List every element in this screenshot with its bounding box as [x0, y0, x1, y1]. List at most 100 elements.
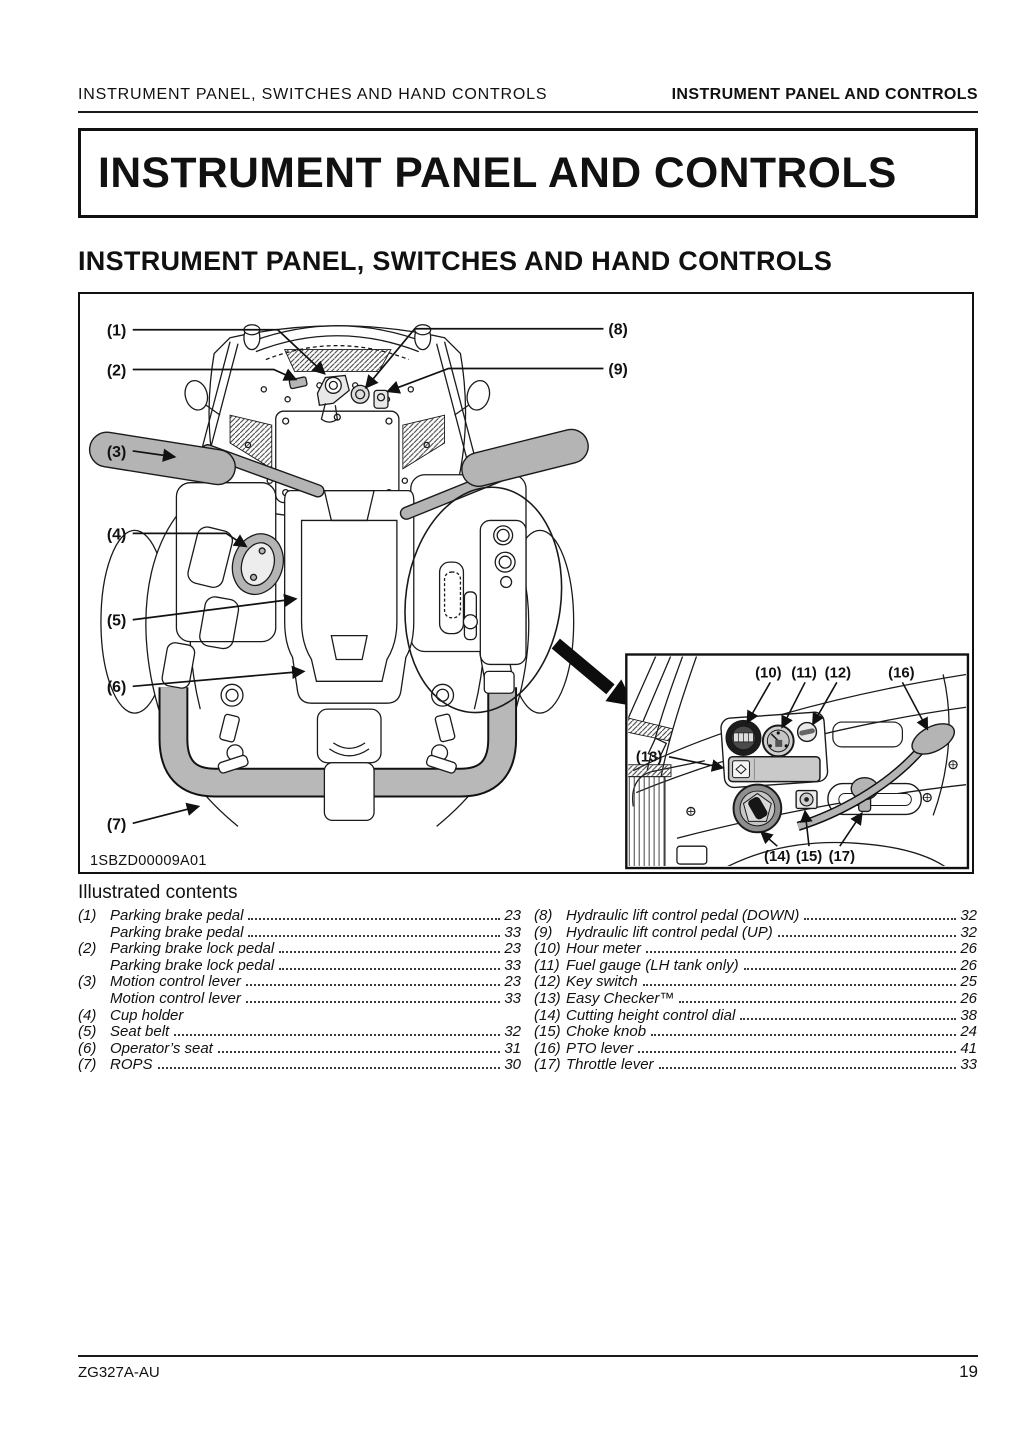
toc-item-number: (3) [78, 973, 97, 991]
callout-10-label: (10) [755, 665, 781, 681]
toc-item-number: (5) [78, 1023, 97, 1041]
toc-item-label: Operator’s seat [110, 1039, 213, 1057]
callout-15-leader [799, 809, 813, 847]
toc-leader-dots [646, 951, 957, 954]
toc-row: Parking brake pedal 33 [78, 923, 521, 942]
toc-leader-dots [679, 1000, 957, 1003]
callout-3-label: (3) [107, 444, 126, 461]
toc-item-label: Hydraulic lift control pedal (DOWN) [566, 907, 800, 924]
toc-item-label: Motion control lever [110, 989, 241, 1007]
callout-11-leader [781, 681, 806, 729]
toc-item-page: 32 [960, 907, 977, 924]
toc-item-label: Choke knob [566, 1023, 647, 1041]
footer-model-code: ZG327A-AU [78, 1364, 160, 1381]
toc-item-label: Parking brake lock pedal [110, 956, 275, 974]
toc-item-page: 33 [504, 956, 521, 974]
callout-4-leader [132, 532, 248, 548]
toc-leader-dots [804, 918, 957, 920]
toc-leader-dots [245, 984, 501, 987]
footer-page-number: 19 [959, 1362, 978, 1381]
hour-meter [725, 719, 762, 756]
hydraulic-lift-pedal-up [373, 389, 389, 409]
toc-row: (8) Hydraulic lift control pedal (DOWN) 32 [534, 907, 977, 925]
toc-leader-dots [743, 967, 957, 970]
toc-item-label: Hydraulic lift control pedal (UP) [566, 923, 773, 941]
right-caster-detail [425, 683, 457, 774]
callout-leaders [132, 327, 929, 847]
callout-7-label: (7) [107, 816, 126, 833]
inset-panel-drawing [628, 656, 966, 867]
illustrated-contents-heading: Illustrated contents [78, 882, 238, 903]
toc-leader-dots [638, 1050, 957, 1053]
toc-leader-dots [777, 934, 957, 937]
hydraulic-lift-pedal-down [350, 384, 370, 404]
running-header-right: INSTRUMENT PANEL AND CONTROLS [671, 86, 978, 103]
toc-leader-dots [174, 1034, 501, 1037]
toc-leader-dots [217, 1050, 501, 1053]
callout-13-leader [668, 756, 725, 772]
operator-seat [284, 489, 415, 704]
pedal-cluster [288, 374, 389, 423]
toc-item-page: 26 [960, 989, 977, 1007]
callout-5-label: (5) [107, 613, 126, 630]
fuel-gauge [761, 724, 795, 758]
callout-labels: (1) (2) (3) (4) (5) (6) (7) (8) (9) (10)… [107, 322, 915, 865]
callout-13-label: (13) [636, 750, 662, 766]
toc-item-page: 32 [504, 1023, 521, 1041]
rear-hitch [316, 708, 382, 822]
toc-item-number: (1) [78, 907, 97, 924]
toc-item-label: PTO lever [566, 1039, 634, 1057]
callout-1-label: (1) [107, 323, 126, 340]
toc-leader-dots [279, 951, 501, 954]
callout-2-label: (2) [107, 362, 126, 379]
toc-leader-dots [248, 934, 501, 937]
toc-item-page: 33 [504, 923, 521, 941]
callout-17-leader [839, 811, 863, 847]
toc-item-page: 32 [960, 923, 977, 941]
callout-12-leader [812, 681, 838, 726]
toc-item-label: Parking brake pedal [110, 923, 244, 941]
toc-row: Parking brake lock pedal 33 [78, 956, 521, 975]
toc-item-page: 26 [960, 940, 977, 958]
callout-8-label: (8) [608, 322, 627, 339]
left-console [175, 482, 277, 650]
callout-6-label: (6) [107, 679, 126, 696]
mower-top-view [88, 324, 589, 847]
chapter-title: INSTRUMENT PANEL AND CONTROLS [98, 148, 897, 197]
toc-row: (9) Hydraulic lift control pedal (UP) 32 [534, 923, 977, 942]
footer-rule [78, 1355, 978, 1357]
header-rule [78, 111, 978, 113]
toc-leader-dots [245, 1000, 501, 1003]
toc-item-label: Throttle lever [566, 1056, 654, 1074]
cup-holder [231, 533, 284, 596]
callout-9-label: (9) [608, 361, 627, 378]
key-switch [796, 721, 818, 743]
choke-knob [795, 789, 818, 810]
callout-10-leader [746, 681, 771, 724]
toc-item-number: (14) [534, 1006, 561, 1024]
running-header-left: INSTRUMENT PANEL, SWITCHES AND HAND CONT… [78, 86, 548, 103]
toc-item-page: 26 [960, 956, 977, 974]
toc-item-number: (9) [534, 923, 553, 941]
easy-checker [727, 756, 821, 783]
panel-screws [686, 760, 958, 817]
toc-item-number: (8) [534, 907, 553, 924]
toc-item-label: Cutting height control dial [566, 1006, 736, 1024]
toc-leader-dots [658, 1067, 957, 1070]
left-caster-detail [217, 683, 249, 774]
parking-brake-pedal [324, 376, 342, 394]
toc-item-number: (12) [534, 973, 561, 991]
toc-item-page: 23 [504, 907, 521, 924]
toc-item-number: (11) [534, 956, 560, 974]
